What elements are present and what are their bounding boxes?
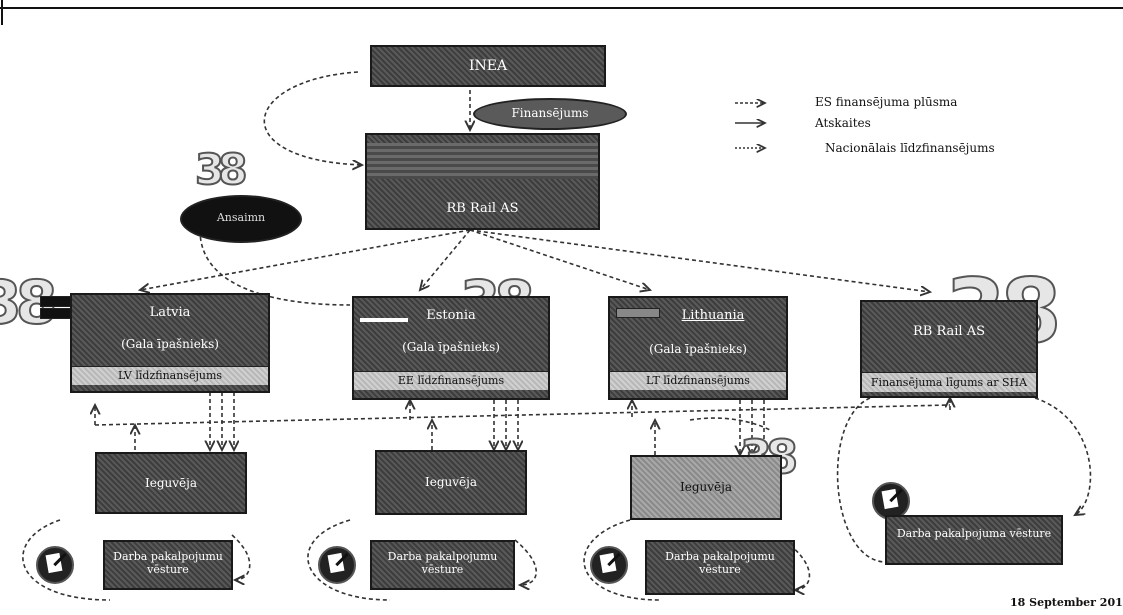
lithuania-flag [616, 308, 660, 318]
work-label-4: Darba pakalpojuma vēsture [896, 527, 1052, 540]
estonia-title: Estonia [426, 308, 476, 323]
investment-label-3: Ieguvēja [679, 480, 732, 494]
investment-label-1: Ieguvēja [144, 476, 197, 490]
watermark-1: 38 [194, 144, 249, 195]
dashed-row [94, 404, 951, 426]
work-box-2: Darba pakalpojumu vēsture [370, 540, 515, 590]
investment-label-2: Ieguvēja [424, 475, 477, 489]
work-box-1: Darba pakalpojumu vēsture [103, 540, 233, 590]
lt-curve [689, 417, 771, 431]
work-loop-3 [583, 519, 811, 600]
document-icon-3 [590, 546, 628, 584]
rb-rail-right-box: RB Rail AS Finansējuma līgums ar SHA [860, 300, 1038, 398]
financing-label: Finansējums [511, 106, 589, 120]
work-loop-1 [22, 519, 251, 601]
rb-to-rbright [469, 229, 930, 292]
investment-box-3: Ieguvēja [630, 455, 782, 520]
work-box-4: Darba pakalpojuma vēsture [885, 515, 1063, 565]
rb-rail-right-label: RB Rail AS [912, 324, 986, 339]
rb-rail-top-label: RB Rail AS [446, 201, 519, 216]
latvia-cofinancing: LV līdzfinansējums [72, 366, 268, 385]
rb-to-lithuania [469, 229, 650, 290]
corner-mark [0, 0, 1123, 25]
estonia-cofinancing: EE līdzfinansējums [354, 371, 548, 390]
document-icon-1 [36, 546, 74, 584]
latvia-box: Latvia (Gala īpašnieks) LV līdzfinansēju… [70, 293, 270, 393]
rb-rail-right-agreement: Finansējuma līgums ar SHA [862, 372, 1036, 392]
estonia-sub: (Gala īpašnieks) [402, 340, 500, 354]
work-label-2: Darba pakalpojumu vēsture [387, 550, 498, 576]
investment-box-2: Ieguvēja [375, 450, 527, 515]
legend-item-2: Atskaites [815, 116, 871, 130]
lithuania-title: Lithuania [681, 308, 745, 323]
rb-right-loop [836, 397, 886, 563]
inea-box: INEA [370, 45, 606, 87]
inea-loop-arrow [263, 71, 362, 165]
work-label-3: Darba pakalpojumu vēsture [665, 550, 775, 576]
rb-rail-top-header [367, 143, 598, 179]
latvia-sub: (Gala īpašnieks) [121, 337, 219, 351]
legend-item-3: Nacionālais līdzfinansējums [825, 141, 995, 155]
financing-oval: Finansējums [473, 98, 627, 130]
rb-rail-top-box: RB Rail AS [365, 133, 600, 230]
investment-box-1: Ieguvēja [95, 452, 247, 514]
legend-item-1: ES finansējuma plūsma [815, 95, 958, 109]
lithuania-sub: (Gala īpašnieks) [649, 342, 747, 356]
work-label-1: Darba pakalpojumu vēsture [113, 550, 223, 576]
estonia-box: Estonia (Gala īpašnieks) EE līdzfinansēj… [352, 296, 550, 400]
document-icon-2 [318, 546, 356, 584]
work-loop-2 [307, 519, 537, 601]
reports-oval-label: Ansaimn [216, 211, 266, 224]
reports-oval: Ansaimn [180, 195, 302, 243]
estonia-flag [360, 318, 408, 322]
work-box-3: Darba pakalpojumu vēsture [645, 540, 795, 595]
footer-date: 18 September 201 [1010, 596, 1123, 609]
rb-right-loop-2 [1034, 397, 1092, 515]
latvia-title: Latvia [149, 305, 191, 320]
lithuania-cofinancing: LT līdzfinansējums [610, 371, 786, 390]
rb-to-latvia [140, 229, 471, 290]
lithuania-box: Lithuania (Gala īpašnieks) LT līdzfinans… [608, 296, 788, 400]
rb-to-estonia [420, 229, 471, 290]
inea-label: INEA [468, 58, 508, 74]
